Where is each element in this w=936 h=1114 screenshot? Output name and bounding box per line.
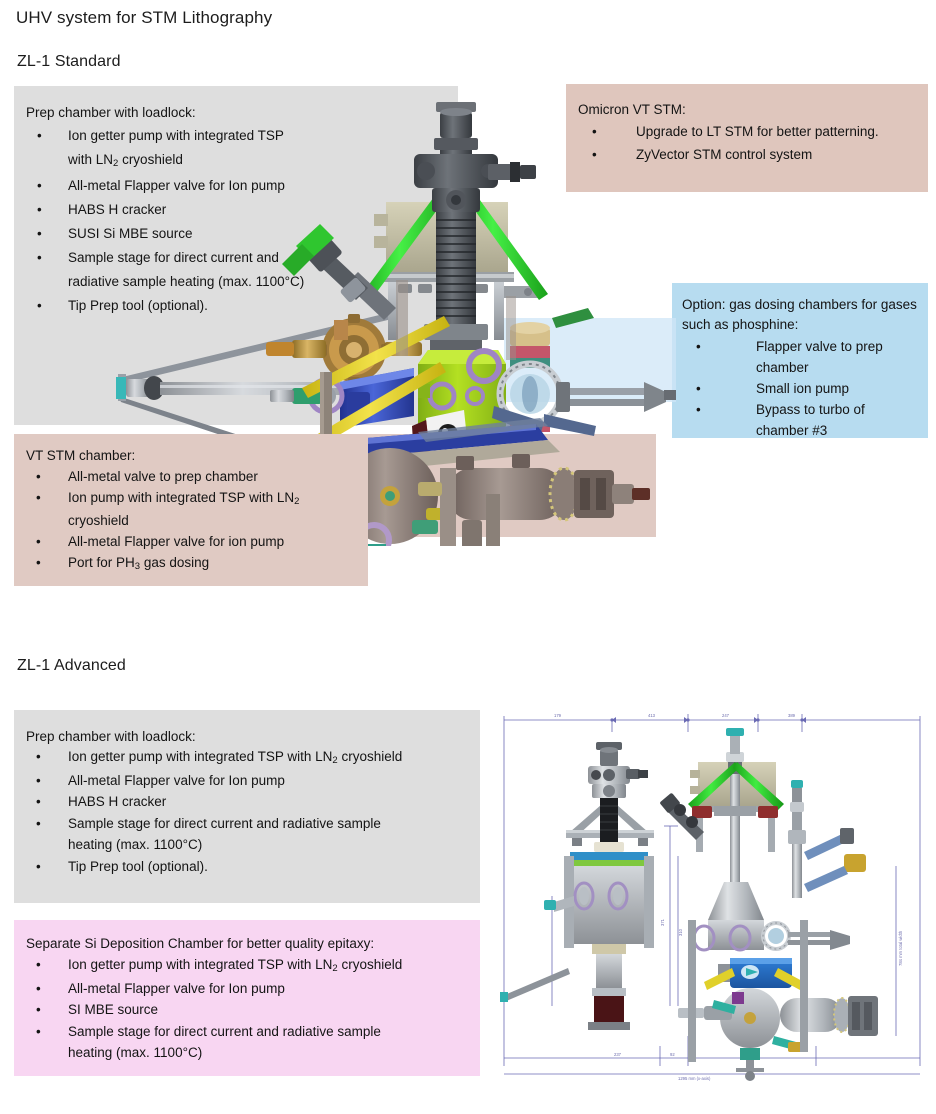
callout-gas-dosing-option: Option: gas dosing chambers for gases su… bbox=[672, 283, 928, 438]
callout-list: •Ion getter pump with integrated TSP wit… bbox=[26, 954, 470, 1064]
list-item: •All-metal Flapper valve for Ion pump bbox=[26, 978, 470, 1000]
list-item: •Small ion pump bbox=[682, 378, 920, 399]
list-item: •Port for PH3 gas dosing bbox=[26, 552, 360, 575]
central-column-assembly bbox=[362, 102, 548, 352]
list-item: •All-metal Flapper valve for Ion pump bbox=[26, 770, 470, 792]
list-item: •Tip Prep tool (optional). bbox=[26, 856, 470, 878]
bullet-glyph: • bbox=[37, 226, 42, 241]
prep-stm-chamber-drawing bbox=[660, 728, 878, 1081]
svg-text:237: 237 bbox=[614, 1052, 622, 1057]
bullet-glyph: • bbox=[37, 178, 42, 193]
list-item: •Bypass to turbo of chamber #3 bbox=[682, 399, 920, 441]
list-item: •SI MBE source bbox=[26, 999, 470, 1021]
list-item: •Sample stage for direct current and rad… bbox=[26, 1021, 470, 1064]
bullet-glyph: • bbox=[696, 402, 701, 417]
list-item: •Ion getter pump with integrated TSP wit… bbox=[26, 954, 470, 978]
list-item: •All-metal valve to prep chamber bbox=[26, 466, 360, 487]
callout-heading: Prep chamber with loadlock: bbox=[26, 105, 196, 120]
callout-heading: Prep chamber with loadlock: bbox=[26, 729, 196, 744]
section-heading-advanced: ZL-1 Advanced bbox=[17, 657, 126, 674]
bullet-glyph: • bbox=[37, 202, 42, 217]
callout-heading: Omicron VT STM: bbox=[578, 102, 686, 117]
list-item: •Ion getter pump with integrated TSP wit… bbox=[26, 746, 470, 770]
list-item: •All-metal Flapper valve for Ion pump bbox=[26, 174, 448, 198]
bullet-glyph: • bbox=[36, 469, 41, 484]
yellow-beam-upper bbox=[302, 316, 450, 398]
bullet-glyph: • bbox=[36, 957, 41, 972]
callout-list: •Ion getter pump with integrated TSP wit… bbox=[26, 746, 470, 877]
callout-heading: Option: gas dosing chambers for gases su… bbox=[682, 297, 917, 332]
bullet-glyph: • bbox=[36, 772, 41, 788]
callout-list: •Flapper valve to prep chamber •Small io… bbox=[682, 336, 920, 441]
callout-heading: Separate Si Deposition Chamber for bette… bbox=[26, 936, 375, 951]
svg-text:92: 92 bbox=[670, 1052, 675, 1057]
bullet-glyph: • bbox=[37, 250, 42, 265]
bullet-glyph: • bbox=[592, 124, 597, 139]
callout-prep-chamber-advanced: Prep chamber with loadlock: •Ion getter … bbox=[14, 710, 480, 903]
bullet-glyph: • bbox=[36, 815, 41, 831]
callout-omicron-vt-stm: Omicron VT STM: •Upgrade to LT STM for b… bbox=[566, 84, 928, 192]
list-item: •Flapper valve to prep chamber bbox=[682, 336, 920, 378]
list-item: •Sample stage for direct current and rad… bbox=[26, 813, 470, 856]
list-item: •ZyVector STM control system bbox=[578, 143, 918, 166]
bullet-glyph: • bbox=[696, 381, 701, 396]
bullet-glyph: • bbox=[36, 980, 41, 996]
svg-text:784 mm total width: 784 mm total width bbox=[898, 930, 903, 966]
svg-text:389: 389 bbox=[788, 713, 796, 718]
bullet-glyph: • bbox=[36, 749, 41, 764]
callout-vt-stm-chamber: VT STM chamber: •All-metal valve to prep… bbox=[14, 434, 368, 586]
bullet-glyph: • bbox=[592, 147, 597, 162]
bullet-glyph: • bbox=[36, 490, 41, 505]
svg-text:247: 247 bbox=[722, 713, 730, 718]
list-item: •Upgrade to LT STM for better patterning… bbox=[578, 120, 918, 143]
list-item: •Tip Prep tool (optional). bbox=[26, 294, 448, 318]
bullet-glyph: • bbox=[36, 1023, 41, 1039]
dimension-arrows bbox=[610, 717, 806, 723]
list-item: •All-metal Flapper valve for ion pump bbox=[26, 531, 360, 552]
bullet-glyph: • bbox=[36, 555, 41, 570]
callout-list: •All-metal valve to prep chamber •Ion pu… bbox=[26, 466, 360, 575]
list-item: •SUSI Si MBE source bbox=[26, 222, 448, 246]
bullet-glyph: • bbox=[36, 794, 41, 809]
section-heading-standard: ZL-1 Standard bbox=[17, 53, 121, 70]
svg-text:1295 mm (x-axis): 1295 mm (x-axis) bbox=[678, 1076, 711, 1081]
svg-text:310: 310 bbox=[678, 928, 683, 936]
bullet-glyph: • bbox=[37, 128, 42, 143]
svg-text:413: 413 bbox=[648, 713, 656, 718]
callout-prep-chamber-standard: Prep chamber with loadlock: •Ion getter … bbox=[14, 86, 458, 425]
callout-heading: VT STM chamber: bbox=[26, 448, 136, 463]
callout-si-deposition-chamber: Separate Si Deposition Chamber for bette… bbox=[14, 920, 480, 1076]
bullet-glyph: • bbox=[36, 534, 41, 549]
list-item: •HABS H cracker bbox=[26, 198, 448, 222]
bullet-glyph: • bbox=[36, 1002, 41, 1017]
svg-text:179: 179 bbox=[554, 713, 562, 718]
page-title: UHV system for STM Lithography bbox=[16, 8, 273, 27]
deposition-chamber-drawing bbox=[500, 742, 654, 1030]
svg-text:371: 371 bbox=[660, 918, 665, 926]
bullet-glyph: • bbox=[37, 298, 42, 313]
dimension-lines bbox=[503, 714, 921, 1075]
mbe-source-assembly bbox=[282, 224, 396, 320]
bullet-glyph: • bbox=[696, 339, 701, 354]
list-item: •HABS H cracker bbox=[26, 791, 470, 813]
callout-list: •Upgrade to LT STM for better patterning… bbox=[578, 120, 918, 166]
bullet-glyph: • bbox=[36, 858, 41, 874]
